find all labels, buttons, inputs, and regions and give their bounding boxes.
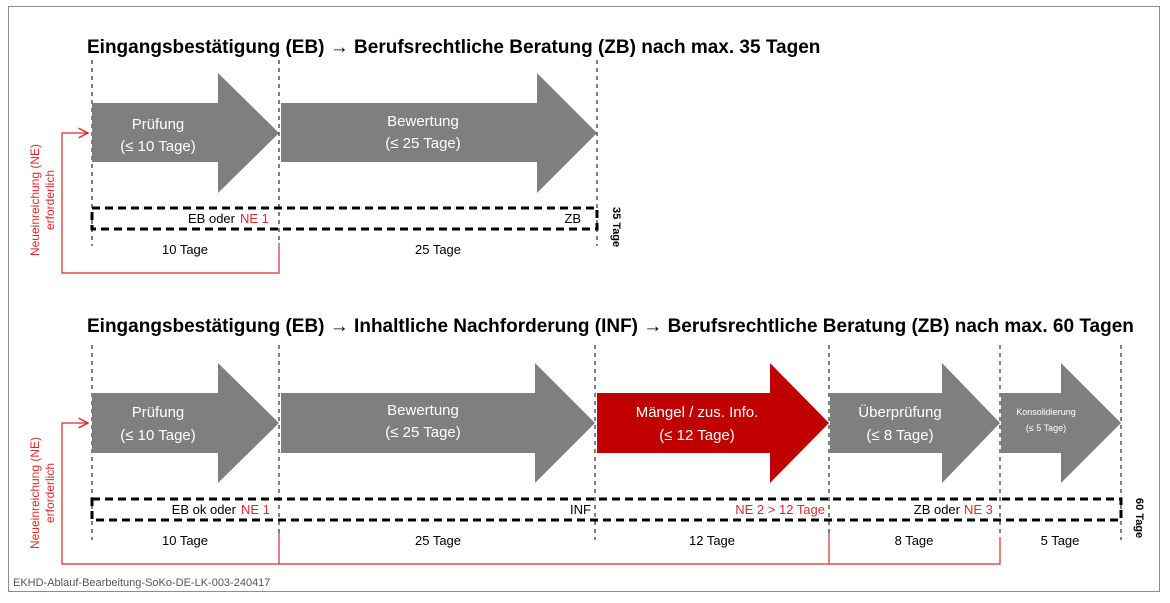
s2-arrow-pruefung-label1: Prüfung bbox=[132, 404, 185, 421]
s2-arrow-ueberpruefung-label1: Überprüfung bbox=[858, 403, 941, 421]
footer-document-id: EKHD-Ablauf-Bearbeitung-SoKo-DE-LK-003-2… bbox=[13, 577, 270, 589]
s1-arrow-bewertung-label1: Bewertung bbox=[387, 113, 459, 130]
s2-arrow-pruefung-label2: (≤ 10 Tage) bbox=[120, 427, 196, 444]
s2-ne-label2: erforderlich bbox=[43, 463, 57, 523]
s2-bar-inf: INF bbox=[570, 502, 591, 517]
s2-days-maengel: 12 Tage bbox=[689, 533, 735, 548]
s2-bar-zb: ZB oder bbox=[914, 502, 961, 517]
s1-timeline-bar bbox=[90, 206, 599, 231]
s2-ne-loop bbox=[61, 423, 1001, 565]
s1-total-days: 35 Tage bbox=[610, 207, 622, 247]
s1-arrow-pruefung-label1: Prüfung bbox=[132, 116, 185, 133]
s1-bar-ne1: NE 1 bbox=[240, 211, 269, 226]
s2-arrow-bewertung bbox=[281, 363, 595, 483]
s2-days-konsolidierung: 5 Tage bbox=[1041, 533, 1080, 548]
s1-arrow-pruefung bbox=[92, 73, 279, 193]
s2-arrow-maengel bbox=[597, 363, 829, 483]
s1-days-bewertung: 25 Tage bbox=[415, 242, 461, 257]
s1-days-pruefung: 10 Tage bbox=[162, 242, 208, 257]
s2-days-pruefung: 10 Tage bbox=[162, 533, 208, 548]
s2-total-days: 60 Tage bbox=[1133, 498, 1145, 538]
s2-bar-ne1: NE 1 bbox=[241, 502, 270, 517]
section2-title: Eingangsbestätigung (EB) → Inhaltliche N… bbox=[87, 316, 1134, 337]
s1-bar-zb: ZB bbox=[564, 211, 581, 226]
s1-ne-label2: erforderlich bbox=[43, 170, 57, 230]
s2-arrow-maengel-label2: (≤ 12 Tage) bbox=[659, 427, 735, 444]
s2-days-ueberpruefung: 8 Tage bbox=[895, 533, 934, 548]
s2-arrow-bewertung-label1: Bewertung bbox=[387, 402, 459, 419]
s2-days-bewertung: 25 Tage bbox=[415, 533, 461, 548]
s1-arrow-pruefung-label2: (≤ 10 Tage) bbox=[120, 138, 196, 155]
s1-ne-label1: Neueinreichung (NE) bbox=[28, 144, 42, 256]
s2-arrow-maengel-label1: Mängel / zus. Info. bbox=[636, 404, 759, 421]
s2-bar-eb: EB ok oder bbox=[172, 502, 237, 517]
s2-arrow-bewertung-label2: (≤ 25 Tage) bbox=[385, 424, 461, 441]
s2-bar-ne2: NE 2 > 12 Tage bbox=[735, 502, 825, 517]
s2-timeline-bar bbox=[90, 497, 1123, 522]
section2-guides bbox=[91, 345, 1122, 540]
s2-arrow-konsolidierung-label2: (≤ 5 Tage) bbox=[1026, 423, 1066, 433]
s2-arrow-ueberpruefung-label2: (≤ 8 Tage) bbox=[866, 427, 933, 444]
s2-arrow-konsolidierung-label1: Konsolidierung bbox=[1016, 407, 1076, 417]
s1-ne-loop bbox=[61, 133, 280, 274]
section1-title: Eingangsbestätigung (EB) → Berufsrechtli… bbox=[87, 37, 820, 58]
s1-arrow-bewertung bbox=[281, 73, 597, 193]
s2-arrow-ueberpruefung bbox=[830, 363, 1000, 483]
s1-arrow-bewertung-label2: (≤ 25 Tage) bbox=[385, 135, 461, 152]
s1-bar-eb: EB oder bbox=[188, 211, 236, 226]
s2-arrow-pruefung bbox=[92, 363, 279, 483]
s2-arrow-konsolidierung bbox=[1001, 363, 1121, 483]
s2-ne-label1: Neueinreichung (NE) bbox=[28, 437, 42, 549]
s2-bar-ne3: NE 3 bbox=[964, 502, 993, 517]
